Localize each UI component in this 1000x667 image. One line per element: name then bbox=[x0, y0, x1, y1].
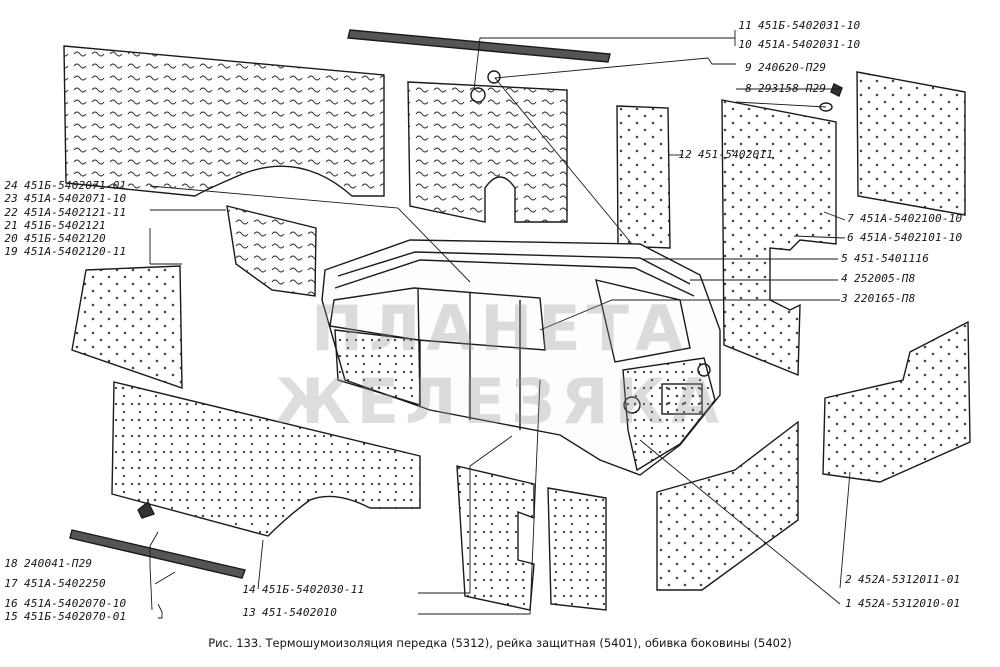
panel-door-14 bbox=[456, 465, 535, 611]
panel-upper-center bbox=[407, 81, 568, 223]
figure-caption: Рис. 133. Термошумоизоляция передка (531… bbox=[208, 636, 792, 650]
panel-door-13 bbox=[547, 487, 607, 611]
van-body bbox=[321, 239, 721, 476]
panel-lower-big bbox=[111, 381, 421, 537]
strip-17 bbox=[69, 529, 246, 579]
panel-floor-2 bbox=[822, 320, 971, 483]
panel-window-left bbox=[226, 205, 317, 297]
panel-lower-left bbox=[71, 265, 183, 389]
panel-right-6 bbox=[721, 99, 837, 377]
panel-floor-1 bbox=[656, 420, 799, 591]
panel-narrow-12 bbox=[616, 105, 671, 249]
panel-upper-left bbox=[63, 45, 385, 197]
panel-far-right-7 bbox=[856, 71, 966, 216]
